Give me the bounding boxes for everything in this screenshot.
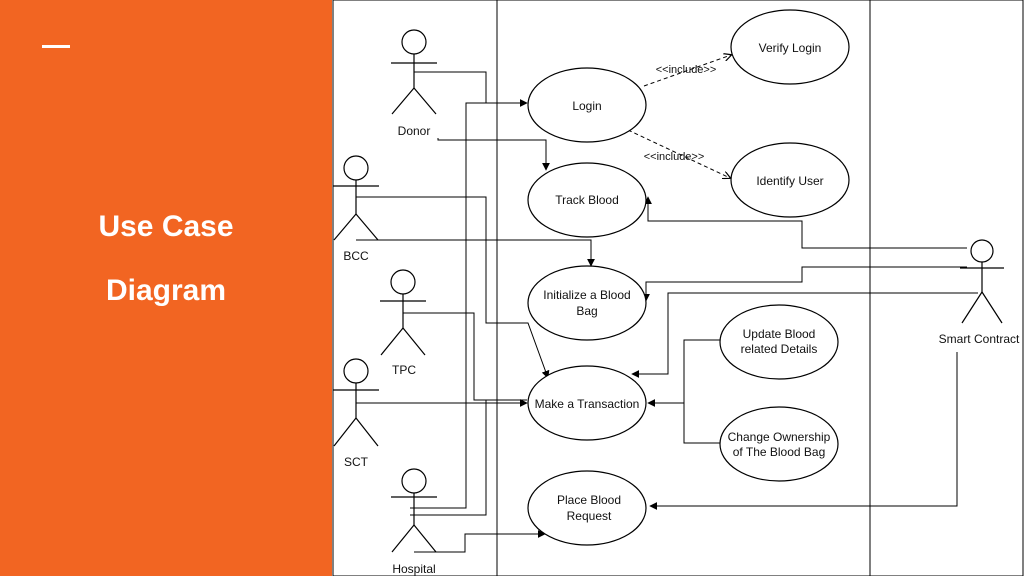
use-case-transaction-label: Make a Transaction [535, 397, 640, 411]
use-case-update-label-line2: related Details [741, 342, 818, 356]
contract-init-link [642, 266, 967, 302]
use-case-request-label-line1: Place Blood [557, 493, 621, 507]
actor-bcc-figure [333, 155, 379, 241]
actor-smart-contract-label: Smart Contract [939, 332, 1020, 346]
actor-bcc-label: BCC [343, 249, 369, 263]
slide-title-line-1: Use Case [98, 210, 234, 243]
use-case-update-label-line1: Update Blood [743, 327, 816, 341]
bcc-init-link [356, 239, 595, 267]
use-case-init-label-line1: Initialize a Blood [543, 288, 630, 302]
use-case-login [527, 67, 647, 143]
actor-donor-label: Donor [398, 124, 431, 138]
contract-request-link [649, 352, 958, 510]
use-case-track-blood [527, 162, 647, 238]
include-label-identify: <<include>> [644, 151, 705, 163]
use-case-place-request [527, 470, 647, 546]
donor-track-link [437, 138, 550, 171]
hospital-request-link [414, 530, 546, 553]
change-transaction-link [683, 403, 721, 444]
use-case-init-label-line2: Bag [576, 304, 597, 318]
use-case-change-label-line1: Change Ownership [728, 430, 831, 444]
use-case-track-blood-label: Track Blood [555, 193, 619, 207]
slide-title-line-2: Diagram [105, 274, 227, 307]
hospital-transaction-link [410, 399, 527, 516]
title-panel: Use Case Diagram [0, 0, 332, 576]
include-label-verify: <<include>> [656, 64, 717, 76]
contract-track-link [644, 196, 967, 249]
update-transaction-link [647, 339, 721, 407]
hospital-login-link [410, 102, 527, 509]
include-identify-link [627, 129, 730, 178]
actor-sct-label: SCT [344, 455, 369, 469]
use-case-verify-login [730, 9, 850, 85]
actor-sct-figure [333, 358, 379, 447]
actor-smart-contract-figure [960, 239, 1004, 324]
connectors [356, 71, 978, 553]
use-case-diagram: <<include>> <<include>> Login Verify Log… [332, 0, 1024, 577]
use-case-identify-user [730, 142, 850, 218]
use-case-login-label: Login [572, 99, 601, 113]
donor-login-link [414, 71, 528, 107]
use-case-initialize-blood-bag [527, 265, 647, 341]
use-case-request-label-line2: Request [567, 509, 612, 523]
use-case-update-details [719, 304, 839, 380]
bcc-transaction-link [356, 196, 550, 379]
diagram-frame [332, 0, 1024, 577]
actor-donor-figure [391, 29, 437, 115]
use-case-make-transaction [527, 365, 647, 441]
use-case-change-label-line2: of The Blood Bag [733, 445, 826, 459]
use-case-identify-user-label: Identify User [756, 174, 823, 188]
use-case-verify-login-label: Verify Login [759, 41, 822, 55]
include-verify-link [643, 55, 731, 87]
contract-transaction-link [631, 292, 978, 378]
actor-tpc-label: TPC [392, 363, 416, 377]
use-case-change-ownership [719, 406, 839, 482]
include-links [627, 55, 731, 178]
tpc-transaction-link [403, 312, 527, 401]
actor-hospital-label: Hospital [392, 562, 435, 576]
actor-hospital-figure [391, 468, 437, 553]
actor-tpc-figure [380, 269, 426, 356]
accent-dash [42, 45, 70, 48]
